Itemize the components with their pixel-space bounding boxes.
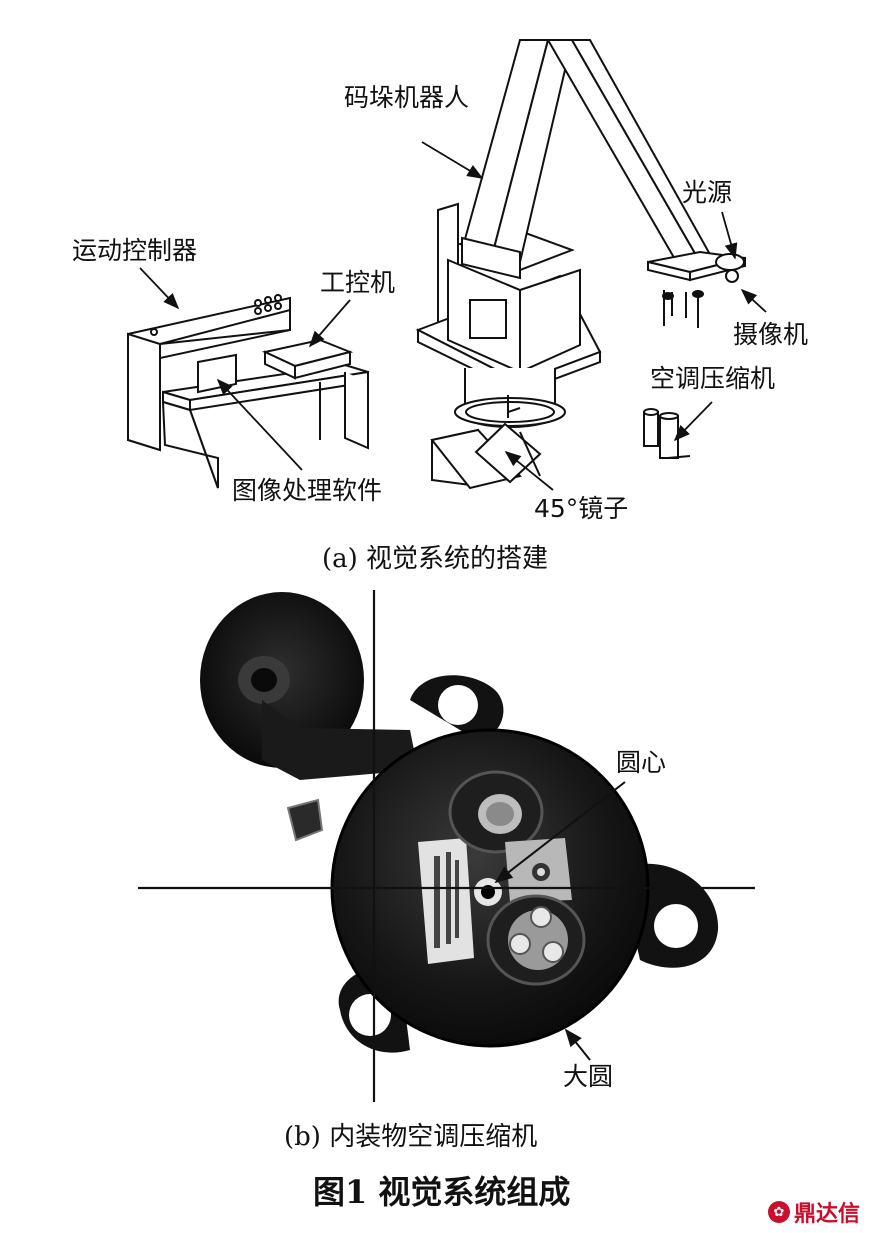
caption-panel-a: (a) 视觉系统的搭建: [322, 544, 549, 574]
leader-lines-a: [139, 141, 767, 491]
robot-base-drawing: [415, 202, 602, 428]
label-camera: 摄像机: [733, 320, 809, 349]
caption-panel-b: (b) 内装物空调压缩机: [284, 1122, 538, 1152]
ac-compressor-drawing: [643, 408, 691, 459]
label-image-software: 图像处理软件: [232, 476, 383, 505]
figure-title: 图1 视觉系统组成: [313, 1173, 571, 1211]
label-palletizing-robot: 码垛机器人: [344, 83, 470, 112]
logo-mark-icon: ✿: [768, 1201, 790, 1223]
watermark-text: 鼎达信: [794, 1202, 861, 1227]
crosshair: [138, 590, 755, 1102]
mirror-drawing: [430, 422, 542, 490]
label-light-source: 光源: [682, 178, 733, 207]
desk-drawing: [161, 363, 369, 489]
label-ac-compressor: 空调压缩机: [650, 364, 776, 393]
label-industrial-pc: 工控机: [320, 268, 396, 297]
watermark-logo: ✿ 鼎达信: [768, 1196, 860, 1228]
compressor-photo: [200, 592, 719, 1053]
label-mirror: 45°镜子: [534, 494, 629, 523]
label-circle-center: 圆心: [616, 748, 667, 777]
label-motion-controller: 运动控制器: [72, 236, 198, 265]
label-large-circle: 大圆: [563, 1062, 614, 1091]
robot-arm-drawing: [460, 39, 746, 328]
leader-lines-b: [494, 781, 626, 1061]
motion-controller-drawing: [127, 294, 291, 452]
